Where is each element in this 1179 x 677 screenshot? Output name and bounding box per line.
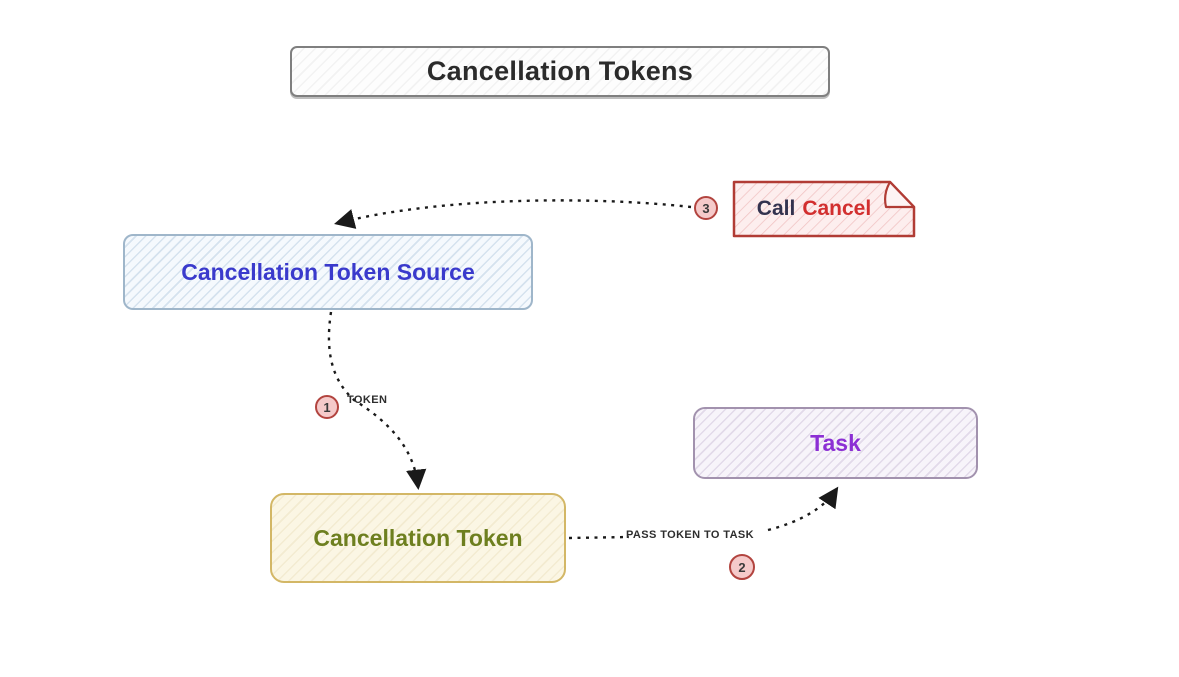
node-label-source: Cancellation Token Source xyxy=(181,258,475,285)
node-call-cancel: Call Cancel xyxy=(735,182,893,236)
node-label-task: Task xyxy=(810,429,861,456)
title-banner: Cancellation Tokens xyxy=(290,46,830,97)
step-badge-1: 1 xyxy=(315,395,339,419)
call-cancel-text-call: Call xyxy=(756,197,796,220)
step-badge-2-number: 2 xyxy=(738,559,746,575)
edge-label-token: TOKEN xyxy=(347,394,388,406)
edge-token-to-task-end xyxy=(767,486,839,532)
edge-cancel-to-source xyxy=(334,199,692,229)
call-cancel-text-cancel: Cancel xyxy=(802,197,872,220)
node-cancellation-token-source: Cancellation Token Source xyxy=(123,234,533,310)
node-task: Task xyxy=(693,407,978,479)
step-badge-1-number: 1 xyxy=(323,399,331,415)
edge-label-pass-token-to-task: PASS TOKEN TO TASK xyxy=(626,529,755,541)
diagram-title: Cancellation Tokens xyxy=(426,56,694,86)
node-cancellation-token: Cancellation Token xyxy=(270,493,566,583)
edge-source-to-token xyxy=(327,311,427,491)
step-badge-3-number: 3 xyxy=(702,200,710,216)
step-badge-3: 3 xyxy=(694,196,718,220)
step-badge-2: 2 xyxy=(729,554,755,580)
node-label-token: Cancellation Token xyxy=(313,524,523,551)
edge-token-to-task-start xyxy=(568,535,630,540)
note-call-cancel-shape xyxy=(732,180,916,238)
